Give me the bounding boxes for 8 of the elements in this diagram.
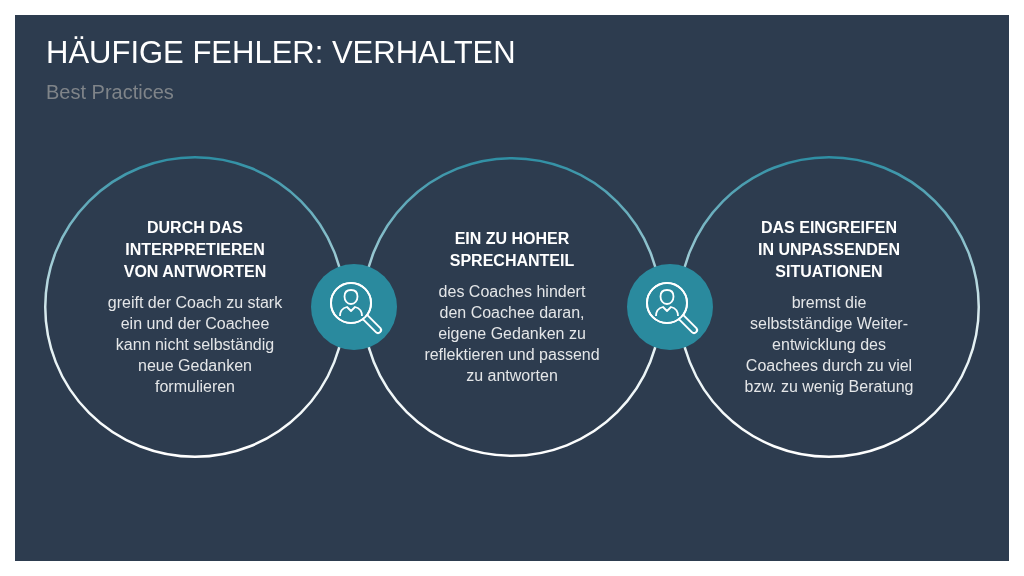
heading: EIN ZU HOHER SPRECHANTEIL (448, 229, 576, 271)
description: des Coaches hindert den Coachee daran, eigene Gedanken zu reflektieren und passend zu antworten (424, 282, 600, 386)
slide-title: HÄUFIGE FEHLER: VERHALTEN (46, 34, 516, 72)
description: bremst die selbstständige Weiter-entwicklung des Coachees durch zu viel bzw. zu wenig Beratung (743, 293, 915, 397)
heading: DAS EINGREIFEN IN UNPASSENDEN SITUATIONEN (757, 218, 901, 282)
subtitle: Best Practices (46, 80, 174, 104)
heading: DURCH DAS INTERPRETIEREN VON ANTWORTEN (122, 218, 268, 282)
description: greift der Coach zu stark ein und der Coachee kann nicht selbständig neue Gedanken formulieren (107, 293, 283, 397)
